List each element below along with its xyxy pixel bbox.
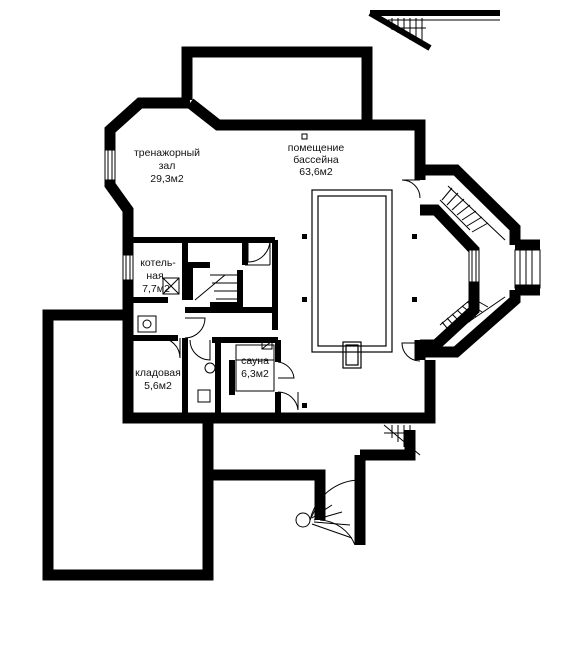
exterior-walls [104,46,540,424]
stair-bottom-small [383,424,421,456]
pool-name-line2: бассейна [293,154,339,166]
stair-inner [194,274,240,301]
columns [302,234,417,408]
stair-spiral [295,479,361,546]
storage-area: 5,6м2 [144,380,172,392]
thin-lines [104,149,480,392]
pool-name-line1: помещение [288,142,345,154]
storage-name: кладовая [135,367,181,379]
stair-right-upper [439,185,506,241]
lower-annex-walls [42,309,416,581]
boiler-name-line2: ная [146,270,163,282]
fixtures [137,277,273,403]
room-labels: тренажорный зал 29,3м2 помещение бассейн… [134,142,344,392]
gym-name-line2: зал [159,160,176,172]
stair-top [368,10,500,51]
stair-right-lower [439,296,506,337]
stair-right-exit [514,249,541,289]
gym-area: 29,3м2 [150,173,184,185]
sauna-area: 6,3м2 [241,368,269,380]
boiler-area: 7,7м2 [142,283,170,295]
pool [311,189,393,369]
doors [159,179,421,411]
gym-name-line1: тренажорный [134,147,200,159]
boiler-name-line1: котель- [140,257,176,269]
pool-area: 63,6м2 [299,166,333,178]
sauna-name: сауна [241,355,269,367]
interior-walls [128,237,281,418]
